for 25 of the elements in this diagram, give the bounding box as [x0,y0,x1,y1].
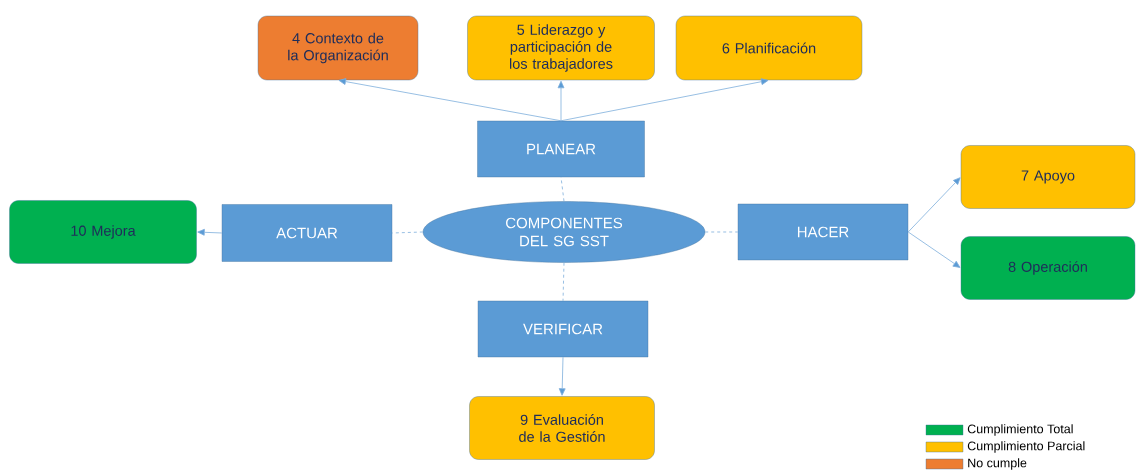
connector-line [560,176,565,202]
arrow [560,78,769,122]
phase-box: VERIFICAR [477,300,649,358]
status-box: 9 Evaluación de la Gestión [469,396,655,460]
arrow [558,356,566,396]
arrow [907,231,961,268]
connector-line [704,231,739,233]
status-box: 10 Mejora [9,200,197,264]
legend-label: Cumplimiento Parcial [967,441,1085,453]
phase-box: HACER [737,203,909,261]
phase-box: ACTUAR [221,204,393,262]
arrow [907,177,961,233]
legend-label: No cumple [968,458,1027,470]
legend-label: Cumplimiento Total [967,424,1073,436]
status-box: 5 Liderazgo y participación de los trabajadores [467,15,655,81]
arrow [197,228,223,236]
arrow [557,80,565,122]
status-box: 4 Contexto de la Organización [257,15,419,81]
status-box: 6 Planificación [675,15,863,81]
phase-box: PLANEAR [477,120,645,178]
status-box: 7 Apoyo [960,145,1136,209]
status-box: 8 Operación [960,236,1136,300]
connector-line [391,231,424,234]
arrow [338,78,562,122]
connector-line [562,262,565,302]
